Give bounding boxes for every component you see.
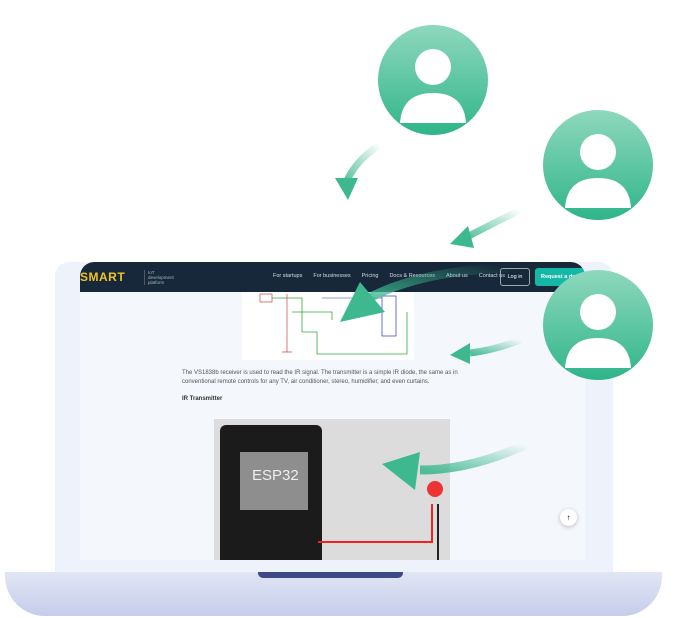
nav-link[interactable]: Contact us <box>478 273 506 279</box>
arrow-up-icon[interactable]: ↑ <box>560 509 577 526</box>
board-label: ESP32 <box>252 467 299 484</box>
esp32-board: ESP32 <box>220 425 322 560</box>
led-wiring <box>318 481 443 560</box>
esp32-chip: ESP32 <box>240 452 308 510</box>
user-avatar-icon <box>543 110 653 220</box>
nav-link[interactable]: Pricing <box>361 273 379 279</box>
laptop-base <box>5 572 662 616</box>
login-button[interactable]: Log in <box>500 268 530 286</box>
esp32-circuit-image: ESP32 <box>214 419 450 560</box>
arrow-3 <box>340 263 511 322</box>
laptop-screen: SMART IoT development platform For start… <box>80 262 585 560</box>
section-heading: IR Transmitter <box>182 396 223 402</box>
tagline: IoT development platform <box>144 270 178 285</box>
logo[interactable]: SMART <box>80 270 126 284</box>
laptop-notch <box>258 572 403 578</box>
arrow-4 <box>450 336 522 364</box>
description-text: The VS1838b receiver is used to read the… <box>182 370 458 385</box>
user-avatar-icon <box>378 25 488 135</box>
nav-link[interactable]: For startups <box>273 273 303 279</box>
arrow-5 <box>382 440 527 490</box>
arrow-1 <box>335 141 382 200</box>
user-avatar-icon <box>543 270 653 380</box>
arrow-2 <box>450 206 522 248</box>
nav-link[interactable]: For businesses <box>313 273 351 279</box>
nav-link[interactable]: Docs & Resources <box>389 273 435 279</box>
schematic-image <box>242 292 414 360</box>
